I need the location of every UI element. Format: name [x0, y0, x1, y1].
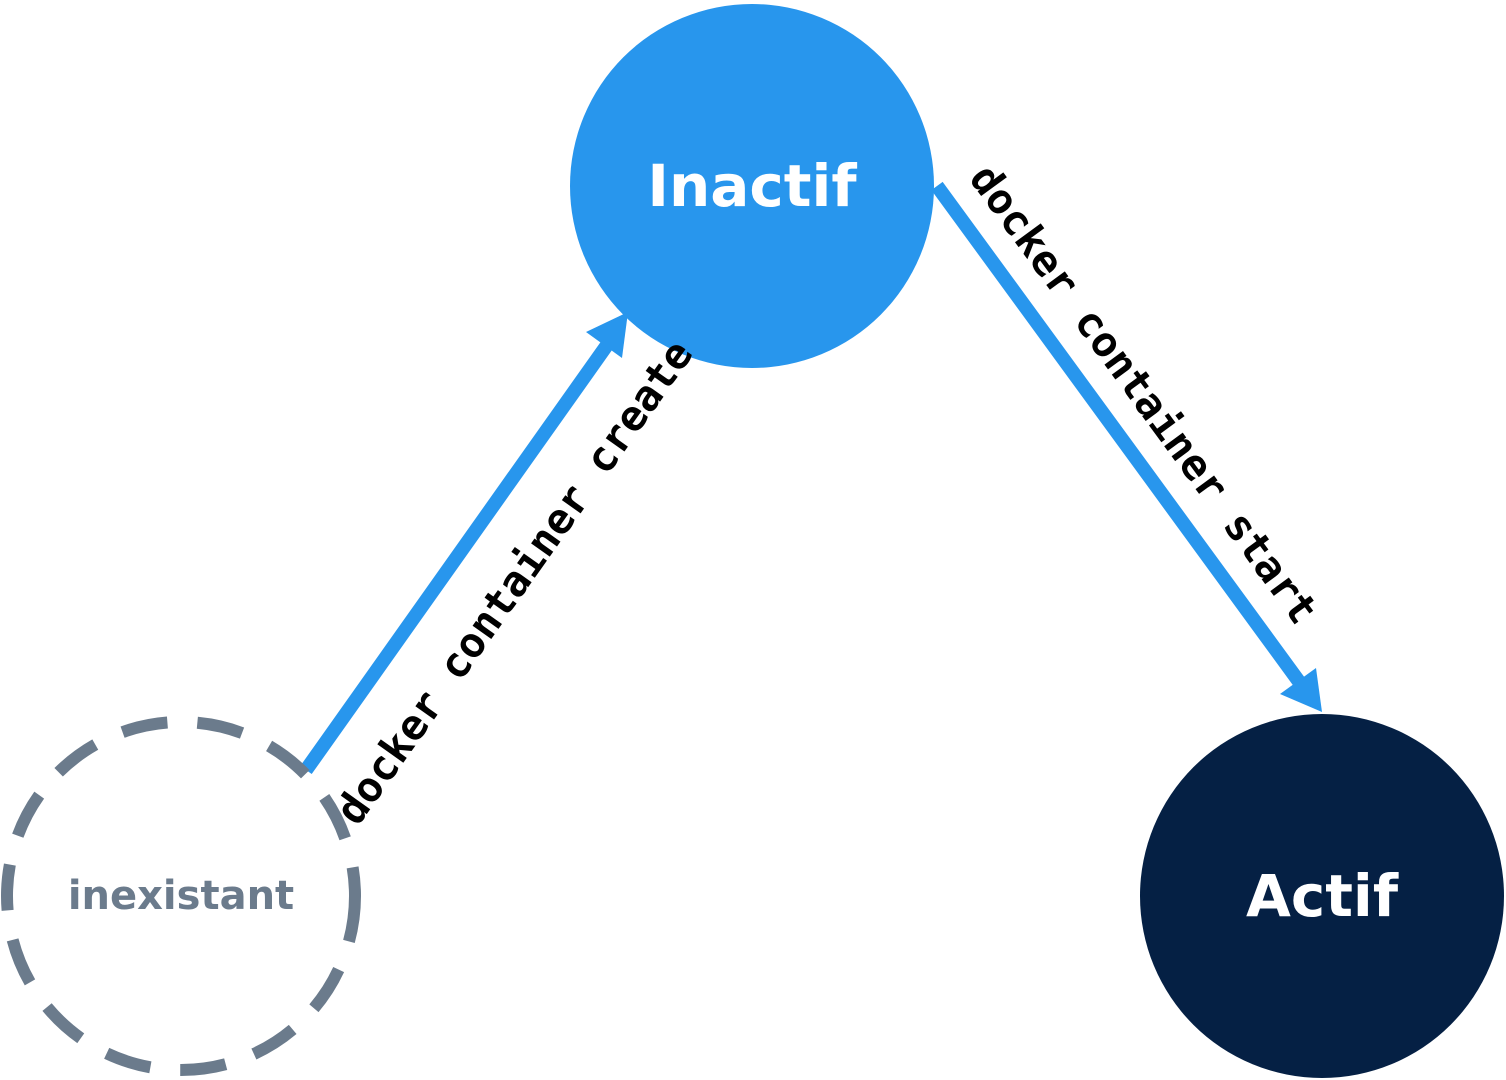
transition-start-arrowhead	[1280, 668, 1322, 712]
state-active: Actif	[1140, 714, 1504, 1078]
state-nonexistent: inexistant	[1, 716, 361, 1076]
transition-create-arrowhead	[586, 312, 628, 358]
transition-start-shaft	[931, 181, 1306, 688]
state-active-circle	[1140, 714, 1504, 1078]
transition-create-label: docker container create	[326, 331, 703, 833]
state-active-label: Actif	[1246, 862, 1399, 930]
transition-create-shaft	[300, 333, 618, 775]
state-inactive-circle	[570, 4, 934, 368]
transition-create-arrow	[300, 312, 628, 775]
transition-start-arrow	[931, 181, 1322, 712]
state-nonexistent-circle	[1, 716, 361, 1076]
state-nonexistent-label: inexistant	[68, 873, 294, 919]
transition-start-label: docker container start	[960, 155, 1328, 633]
state-inactive: Inactif	[570, 4, 934, 368]
state-inactive-label: Inactif	[647, 152, 857, 220]
